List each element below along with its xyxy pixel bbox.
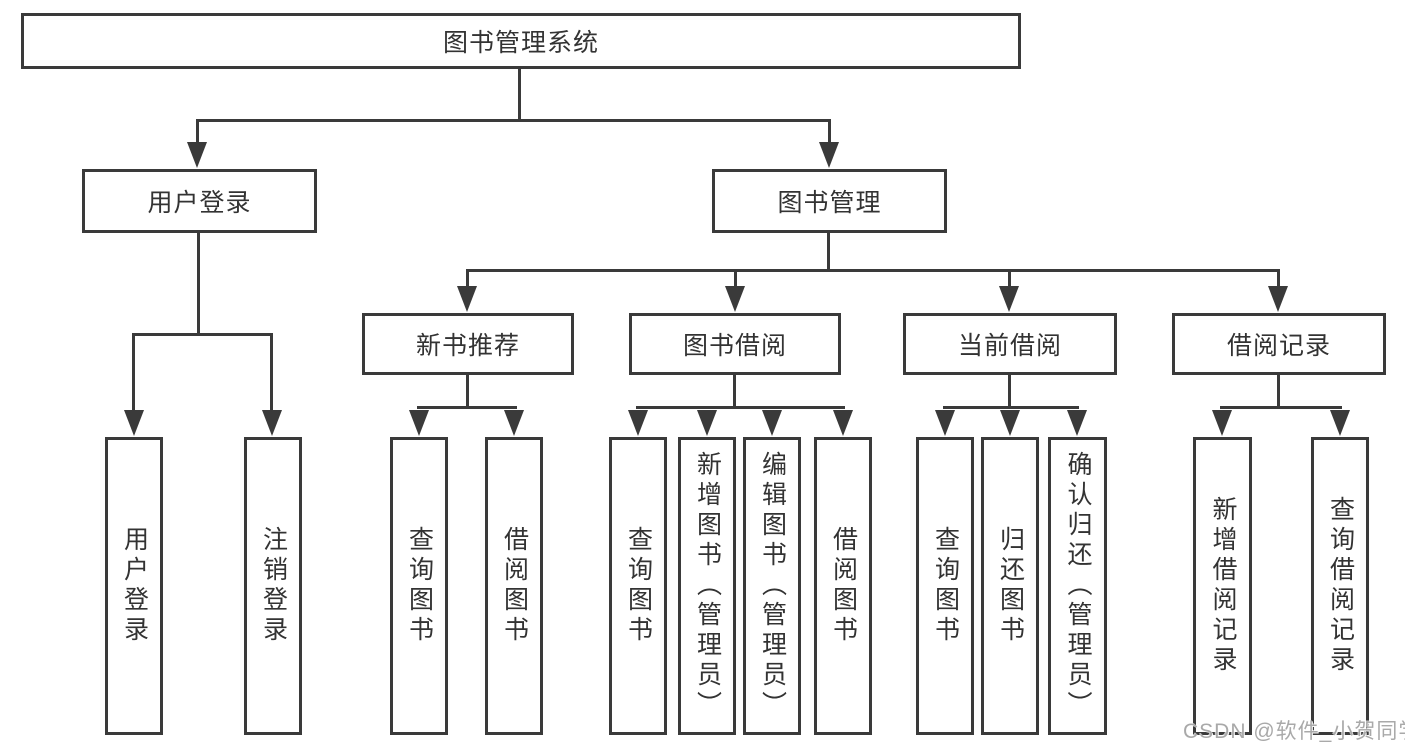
node-borrow-record: 借阅记录: [1172, 313, 1386, 375]
connector-record-stem: [1277, 375, 1280, 409]
node-label: 用户登录: [147, 189, 252, 217]
arrow-down-icon: [819, 142, 839, 168]
node-new-book-recommend: 新书推荐: [362, 313, 574, 375]
arrow-down-icon: [1000, 410, 1020, 436]
leaf-query-books-borrow: 查询图书: [609, 437, 667, 735]
node-label: 图书借阅: [682, 332, 787, 360]
arrow-down-icon: [1212, 410, 1232, 436]
node-book-borrow: 图书借阅: [629, 313, 841, 375]
node-label: 借阅图书: [829, 526, 858, 646]
arrow-down-icon: [409, 410, 429, 436]
connector-mgmt-drop-1: [466, 269, 469, 286]
arrow-down-icon: [725, 286, 745, 312]
leaf-confirm-return-admin: 确认归还（管理员）: [1048, 437, 1107, 735]
leaf-query-books-recommend: 查询图书: [390, 437, 448, 735]
connector-mgmt-drop-3: [1008, 269, 1011, 286]
node-label: 查询图书: [405, 526, 434, 646]
node-label: 查询图书: [624, 526, 653, 646]
node-label: 归还图书: [996, 526, 1025, 646]
arrow-down-icon: [457, 286, 477, 312]
arrow-down-icon: [262, 410, 282, 436]
node-label: 图书管理: [777, 189, 882, 217]
connector-mgmt-drop-2: [734, 269, 737, 286]
arrow-down-icon: [187, 142, 207, 168]
leaf-add-borrow-record: 新增借阅记录: [1193, 437, 1252, 735]
leaf-return-books: 归还图书: [981, 437, 1039, 735]
leaf-user-login: 用户登录: [105, 437, 163, 735]
arrow-down-icon: [504, 410, 524, 436]
arrow-down-icon: [1330, 410, 1350, 436]
node-label: 编辑图书（管理员）: [758, 451, 787, 721]
connector-login-drop-1: [132, 333, 135, 412]
connector-borrow-stem: [733, 375, 736, 409]
node-label: 用户登录: [120, 526, 149, 646]
node-label: 新书推荐: [415, 332, 520, 360]
leaf-add-books-admin: 新增图书（管理员）: [678, 437, 736, 735]
connector-current-stem: [1008, 375, 1011, 409]
connector-mgmt-bar: [466, 269, 1280, 272]
leaf-borrow-books: 借阅图书: [814, 437, 872, 735]
node-label: 借阅图书: [500, 526, 529, 646]
leaf-query-borrow-record: 查询借阅记录: [1311, 437, 1369, 735]
arrow-down-icon: [999, 286, 1019, 312]
node-label: 注销登录: [259, 526, 288, 646]
node-label: 图书管理系统: [442, 29, 599, 57]
connector-root-bar: [197, 119, 831, 122]
connector-record-bar: [1220, 406, 1342, 409]
arrow-down-icon: [935, 410, 955, 436]
connector-mgmt-drop-4: [1277, 269, 1280, 286]
node-label: 查询图书: [931, 526, 960, 646]
connector-root-drop-left: [196, 119, 199, 144]
node-label: 新增图书（管理员）: [693, 451, 722, 721]
leaf-query-books-current: 查询图书: [916, 437, 974, 735]
node-root-library-system: 图书管理系统: [21, 13, 1021, 69]
node-label: 借阅记录: [1226, 332, 1331, 360]
connector-login-drop-2: [270, 333, 273, 412]
node-label: 查询借阅记录: [1326, 496, 1355, 676]
node-book-management: 图书管理: [712, 169, 947, 233]
arrow-down-icon: [833, 410, 853, 436]
csdn-watermark: CSDN @软件_小贺同学: [1183, 720, 1405, 743]
node-user-login: 用户登录: [82, 169, 317, 233]
leaf-edit-books-admin: 编辑图书（管理员）: [743, 437, 801, 735]
arrow-down-icon: [1067, 410, 1087, 436]
connector-current-bar: [943, 406, 1079, 409]
arrow-down-icon: [1268, 286, 1288, 312]
connector-root-drop-right: [828, 119, 831, 144]
leaf-logout: 注销登录: [244, 437, 302, 735]
arrow-down-icon: [697, 410, 717, 436]
node-label: 新增借阅记录: [1209, 496, 1237, 676]
connector-login-bar: [132, 333, 273, 336]
leaf-borrow-books-recommend: 借阅图书: [485, 437, 543, 735]
connector-recommend-bar: [417, 406, 517, 409]
node-label: 当前借阅: [957, 332, 1062, 360]
connector-login-stem: [197, 233, 200, 335]
arrow-down-icon: [628, 410, 648, 436]
node-label: 确认归还（管理员）: [1064, 451, 1092, 721]
connector-recommend-stem: [466, 375, 469, 409]
node-current-borrow: 当前借阅: [903, 313, 1117, 375]
arrow-down-icon: [762, 410, 782, 436]
connector-root-stem: [518, 68, 521, 120]
arrow-down-icon: [124, 410, 144, 436]
connector-borrow-bar: [636, 406, 845, 409]
connector-mgmt-stem: [827, 233, 830, 272]
